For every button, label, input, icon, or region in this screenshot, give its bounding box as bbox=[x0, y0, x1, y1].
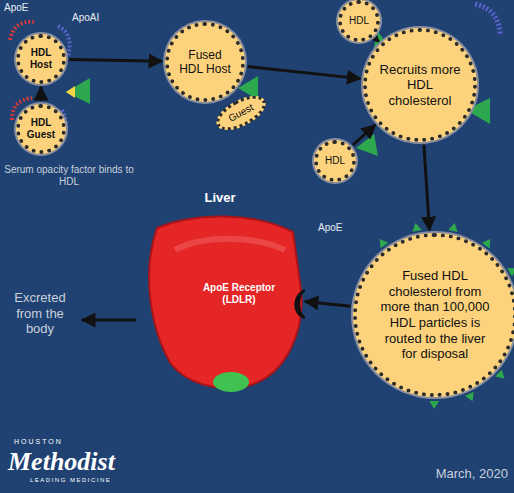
excretion-arrow bbox=[82, 319, 136, 322]
particle-label: HDL Guest bbox=[23, 117, 59, 141]
flow-arrow bbox=[353, 125, 375, 145]
particle-label: HDL bbox=[349, 15, 369, 27]
particle-label: Recruits more HDL cholesterol bbox=[379, 62, 461, 109]
gallbladder bbox=[213, 372, 249, 392]
hdl-particle: HDL Guest bbox=[16, 104, 66, 154]
hdl-particle: HDL bbox=[338, 0, 380, 42]
date-label: March, 2020 bbox=[400, 466, 508, 482]
particle-label: HDL bbox=[325, 155, 345, 167]
particle-label: Guest bbox=[226, 101, 255, 124]
apoe-spike bbox=[412, 223, 421, 232]
hdl-particle: Fused HDL Host bbox=[165, 22, 245, 102]
apoe-receptor bbox=[295, 290, 305, 318]
serum-opacity-factor bbox=[66, 78, 90, 104]
apoe-spike bbox=[482, 239, 491, 248]
step-note: Serum opacity factor binds to HDL bbox=[4, 164, 134, 188]
liver-lobe bbox=[149, 216, 301, 387]
particle-label: Fused HDL cholesterol from more than 100… bbox=[376, 268, 494, 362]
protein-label: ApoE bbox=[318, 222, 358, 234]
protein-label: ApoE bbox=[4, 2, 44, 14]
apoe-spike bbox=[507, 268, 514, 276]
step-note: Excreted from the body bbox=[4, 290, 76, 337]
protein-label: ApoAI bbox=[72, 12, 116, 24]
apoai-strand bbox=[475, 4, 500, 36]
flow-arrow bbox=[248, 67, 361, 79]
receptor-label: ApoE Receptor (LDLR) bbox=[197, 282, 281, 306]
flow-arrow bbox=[305, 301, 350, 306]
flow-arrow bbox=[376, 38, 379, 41]
apoe-spike bbox=[448, 223, 457, 232]
binding-site bbox=[66, 86, 75, 98]
flow-arrow bbox=[40, 87, 43, 101]
particle-label: Fused HDL Host bbox=[176, 48, 234, 77]
hdl-particle: HDL bbox=[314, 140, 356, 182]
apoe-spike bbox=[465, 392, 474, 401]
flow-arrow bbox=[424, 145, 430, 230]
flow-arrow bbox=[69, 60, 162, 62]
apoe-spike bbox=[429, 401, 439, 409]
hdl-particle: Recruits more HDL cholesterol bbox=[363, 28, 477, 142]
particle-label: HDL Host bbox=[23, 47, 59, 71]
logo-text: LEADING MEDICINE bbox=[30, 477, 140, 484]
liver-organ: LiverApoE Receptor (LDLR) bbox=[135, 190, 305, 395]
hdl-particle: Fused HDL cholesterol from more than 100… bbox=[353, 233, 514, 397]
liver-highlight bbox=[175, 239, 285, 250]
apoe-spike bbox=[495, 369, 504, 378]
hdl-particle: HDL Host bbox=[16, 34, 66, 84]
logo-text: Methodist bbox=[8, 446, 158, 477]
logo-text: HOUSTON bbox=[14, 438, 94, 446]
organ-heading: Liver bbox=[204, 190, 235, 206]
